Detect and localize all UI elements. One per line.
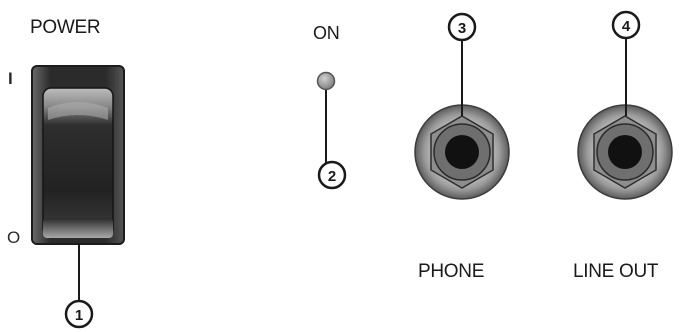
led-indicator-icon — [318, 73, 335, 164]
callout-1: 1 — [66, 244, 92, 327]
line-out-jack-icon — [578, 105, 672, 199]
callout-3-number: 3 — [458, 20, 466, 37]
callout-1-number: 1 — [75, 307, 83, 324]
callout-3: 3 — [449, 14, 475, 116]
callout-2-number: 2 — [328, 168, 336, 185]
callout-4: 4 — [613, 12, 639, 116]
rocker-switch-icon — [32, 66, 124, 244]
callout-4-number: 4 — [622, 18, 631, 35]
callout-2: 2 — [319, 162, 345, 188]
phone-jack-icon — [415, 105, 509, 199]
